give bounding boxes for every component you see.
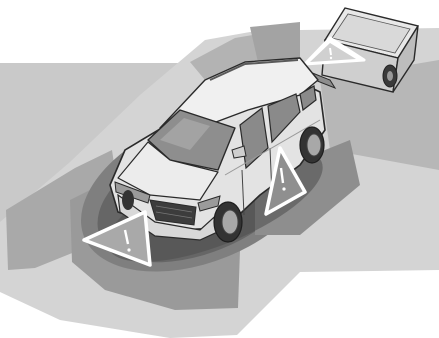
front-left-wheel <box>122 190 134 210</box>
rear-right-rim <box>307 134 321 156</box>
front-right-rim <box>222 210 238 234</box>
trailer-hub <box>387 71 393 81</box>
